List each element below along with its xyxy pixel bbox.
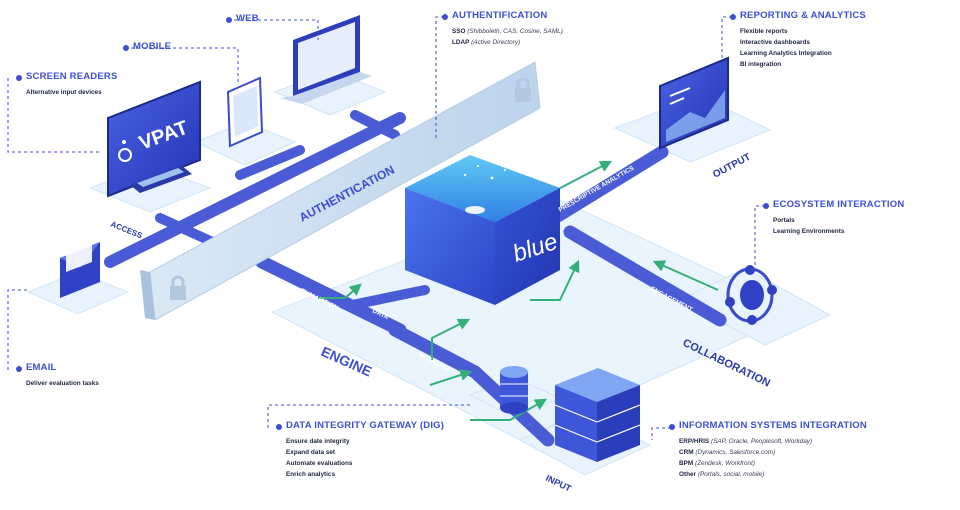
reporting-title: REPORTING & ANALYTICS <box>740 10 866 21</box>
cube-top <box>405 155 560 222</box>
arrow-metadata-up <box>431 318 471 360</box>
input-label: INPUT <box>544 473 573 494</box>
arrow-input-up <box>470 398 548 421</box>
reporting-callout: REPORTING & ANALYTICS Flexible reports I… <box>740 10 866 70</box>
isi-dot <box>669 424 675 430</box>
web-title: WEB <box>236 13 259 24</box>
metadata-path <box>388 323 482 379</box>
lock-icon <box>515 77 531 102</box>
email-dot <box>16 366 22 372</box>
mobile-path <box>235 145 305 180</box>
authentification-dot <box>442 14 448 20</box>
database-icon <box>500 366 528 414</box>
dig-title: DATA INTEGRITY GATEWAY (DIG) <box>286 420 445 431</box>
mobile-platform <box>193 121 297 166</box>
dig-item: Ensure date integrity <box>286 438 350 445</box>
data-path <box>347 285 430 310</box>
authentification-callout: AUTHENTIFICATION SSO (Shibboleth, CAS, C… <box>452 10 563 48</box>
prescriptive-path <box>541 145 669 229</box>
dig-callout: DATA INTEGRITY GATEWAY (DIG) Ensure date… <box>286 420 444 480</box>
bpm-item: BPM (Zendesk, Workfront) <box>679 460 755 467</box>
ecosystem-callout: ECOSYSTEM INTERACTION Portals Learning E… <box>773 199 904 237</box>
prescriptive-label: PRESCRIPTIVE ANALYTICS <box>558 164 636 213</box>
isi-title: INFORMATION SYSTEMS INTEGRATION <box>679 420 867 431</box>
email-title: EMAIL <box>26 362 57 373</box>
arrow-evaluation-in <box>318 283 362 299</box>
network-hub-icon <box>725 265 777 325</box>
cube-right <box>495 188 560 305</box>
authentication-band <box>140 61 541 321</box>
screen-readers-item: Alternative input devices <box>26 89 102 96</box>
leader-lines <box>7 16 765 440</box>
reporting-item: Flexible reports <box>740 28 788 35</box>
authentification-title: AUTHENTIFICATION <box>452 10 548 21</box>
server-icon <box>554 368 641 462</box>
wheelchair-icon <box>118 140 132 162</box>
evaluation-path <box>255 255 407 337</box>
reporting-item: Interactive dashboards <box>740 39 810 46</box>
dig-item: Enrich analytics <box>286 471 336 478</box>
connector-paths <box>104 110 727 447</box>
envelope-icon <box>60 242 100 298</box>
ecosystem-title: ECOSYSTEM INTERACTION <box>773 199 905 210</box>
web-callout: WEB <box>236 13 259 24</box>
sso-item: SSO (Shibboleth, CAS, Cosine, SAML) <box>452 28 563 35</box>
cube-left <box>405 188 495 305</box>
reporting-item: BI integration <box>740 61 782 68</box>
isi-callout: INFORMATION SYSTEMS INTEGRATION ERP/HRIS… <box>679 420 867 480</box>
lock-icon <box>170 275 186 300</box>
access-label: ACCESS <box>109 220 144 241</box>
tablet-icon <box>226 76 264 148</box>
crm-item: CRM (Dynamics, Salesforce.com) <box>679 449 776 456</box>
ecosystem-item: Learning Environments <box>773 228 845 235</box>
dashboard-screen-icon <box>659 56 729 150</box>
web-path <box>350 110 400 140</box>
keyboard-icon <box>130 166 192 193</box>
screen-readers-callout: SCREEN READERS Alternative input devices <box>26 71 117 98</box>
ecosystem-dot <box>763 203 769 209</box>
ldap-item: LDAP (Active Directory) <box>452 39 521 46</box>
mobile-callout: MOBILE <box>133 41 171 52</box>
access-path <box>104 112 406 268</box>
blue-cube: blue <box>405 155 561 305</box>
mobile-dot <box>123 45 129 51</box>
engagement-path <box>563 225 727 327</box>
dig-item: Automate evaluations <box>286 460 353 467</box>
reporting-dot <box>730 14 736 20</box>
other-item: Other (Portals, social, mobile) <box>679 471 765 478</box>
arrow-from-engagement <box>652 260 719 291</box>
output-label: OUTPUT <box>711 152 752 181</box>
laptop-icon <box>280 15 372 104</box>
ecosystem-item: Portals <box>773 217 795 224</box>
dig-item: Expand data set <box>286 449 336 456</box>
dig-dot <box>276 424 282 430</box>
reporting-item: Learning Analytics Integration <box>740 50 832 57</box>
email-callout: EMAIL Deliver evaluation tasks <box>26 362 99 389</box>
mobile-title: MOBILE <box>133 41 172 52</box>
screen-readers-dot <box>16 75 22 81</box>
monitor-icon: VPAT <box>107 80 201 198</box>
email-item: Deliver evaluation tasks <box>26 380 99 387</box>
arrow-right-up <box>530 259 580 301</box>
web-dot <box>226 17 232 23</box>
erp-item: ERP/HRIS (SAP, Oracle, Peoplesoft, Workd… <box>679 438 813 445</box>
screen-readers-title: SCREEN READERS <box>26 71 118 82</box>
arrow-dig-in <box>429 369 473 386</box>
